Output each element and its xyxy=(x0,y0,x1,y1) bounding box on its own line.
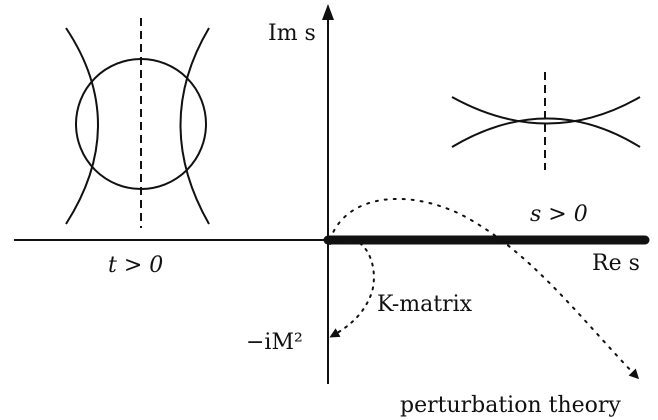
s-channel-label: s > 0 xyxy=(530,202,588,227)
t-channel-left-arc xyxy=(65,27,99,225)
imaginary-axis-arrowhead xyxy=(322,4,334,20)
pole-label: −iM² xyxy=(246,330,303,355)
kmatrix-path xyxy=(329,237,375,338)
kmatrix-label: K-matrix xyxy=(377,292,473,317)
perturbation-theory-label: perturbation theory xyxy=(400,393,621,418)
imaginary-axis-label: Im s xyxy=(268,21,316,46)
s-channel-bottom-arc xyxy=(451,117,641,148)
t-channel-right-arc xyxy=(179,27,210,225)
s-channel-diagram xyxy=(451,72,641,170)
t-channel-diagram xyxy=(65,18,210,228)
t-channel-label: t > 0 xyxy=(108,253,163,278)
s-channel-top-arc xyxy=(451,96,641,125)
perturbation-theory-path xyxy=(329,197,640,380)
real-axis-label: Re s xyxy=(592,251,640,276)
